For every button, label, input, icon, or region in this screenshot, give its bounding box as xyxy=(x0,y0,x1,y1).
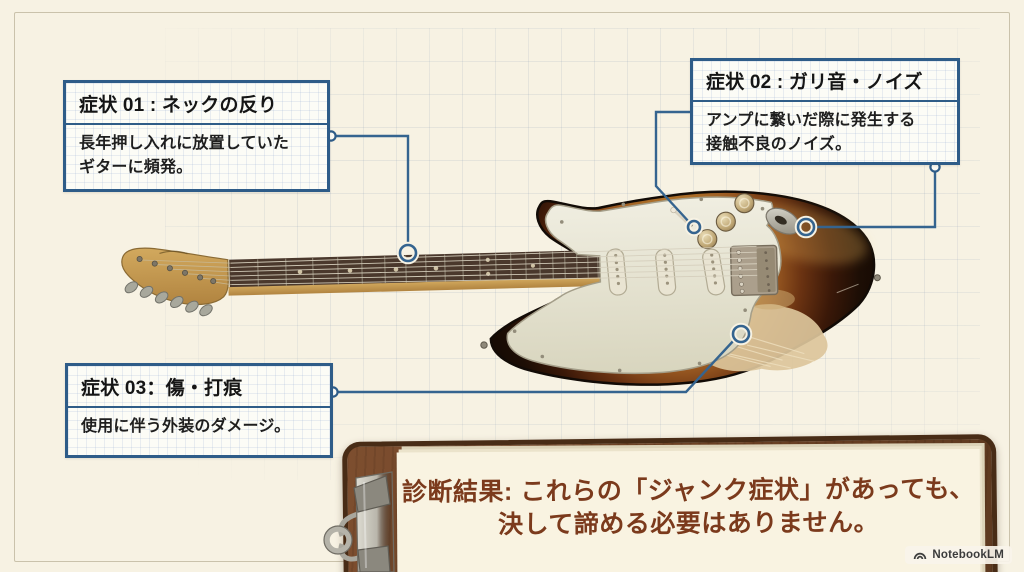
control-knobs xyxy=(670,193,755,250)
callout-02-body: アンプに繋いだ際に発生する 接触不良のノイズ。 xyxy=(706,112,916,153)
callout-symptom-03: 症状 03：傷・打痕 使用に伴う外装のダメージ。 xyxy=(65,363,333,458)
notebooklm-logo-icon xyxy=(914,552,927,560)
clipboard: 診断結果: これらの「ジャンク症状」があっても、 決して諦める必要はありません。 xyxy=(342,434,998,572)
callout-03-title: 症状 03：傷・打痕 xyxy=(68,366,330,408)
callout-01-title: 症状 01 : ネックの反り xyxy=(66,83,327,125)
tuner-posts xyxy=(136,256,217,285)
callout-03-body: 使用に伴う外装のダメージ。 xyxy=(81,418,291,435)
connector-line-02a xyxy=(654,110,691,224)
strap-buttons xyxy=(480,274,881,349)
diagnosis-text: 診断結果: これらの「ジャンク症状」があっても、 決して諦める必要はありません。 xyxy=(401,475,975,539)
callout-01-body: 長年押し入れに放置していた ギターに頻発。 xyxy=(79,135,290,176)
output-jack xyxy=(765,207,801,235)
guitar-headstock xyxy=(121,247,232,317)
bridge xyxy=(729,244,779,297)
connector-line-01 xyxy=(331,134,410,245)
pickups xyxy=(606,248,726,296)
tuner-buttons xyxy=(124,281,213,317)
clipboard-paper: 診断結果: これらの「ジャンク症状」があっても、 決して諦める必要はありません。 xyxy=(396,448,981,572)
notebooklm-watermark: NotebookLM xyxy=(905,546,1012,564)
watermark-label: NotebookLM xyxy=(932,549,1004,561)
callout-symptom-02: 症状 02 : ガリ音・ノイズ アンプに繋いだ際に発生する 接触不良のノイズ。 xyxy=(690,58,960,165)
binder-clip-icon xyxy=(323,471,395,572)
strings xyxy=(230,245,758,286)
connector-rings xyxy=(396,215,818,346)
callout-connectors xyxy=(325,110,941,398)
callout-symptom-01: 症状 01 : ネックの反り 長年押し入れに放置していた ギターに頻発。 xyxy=(63,80,330,192)
connector-line-03 xyxy=(333,338,736,394)
connector-line-02b xyxy=(815,167,937,229)
callout-02-title: 症状 02 : ガリ音・ノイズ xyxy=(693,61,957,102)
